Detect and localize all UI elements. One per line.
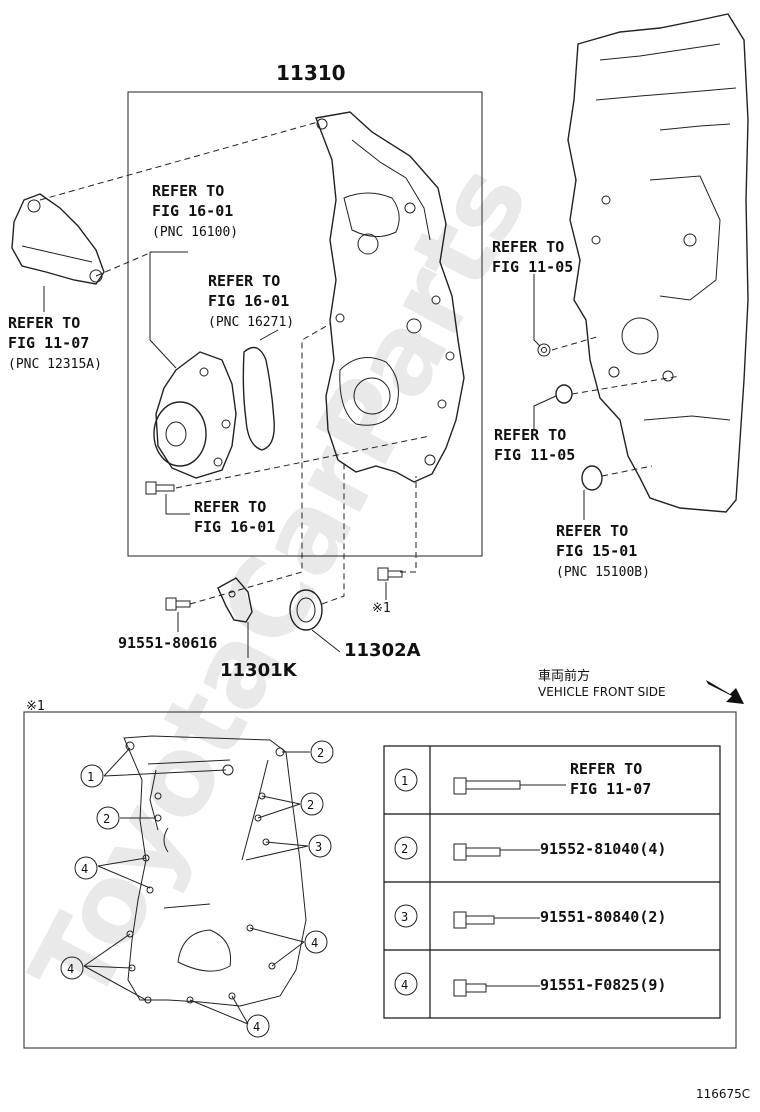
svg-text:2: 2 xyxy=(401,842,408,856)
note-mark-bolt: ※1 xyxy=(372,601,391,616)
svg-text:4: 4 xyxy=(253,1020,260,1034)
label-leaders xyxy=(43,251,585,658)
water-pump-gasket[interactable] xyxy=(242,346,275,451)
engine-block[interactable] xyxy=(567,13,749,513)
svg-text:REFER TO: REFER TO xyxy=(556,522,628,540)
svg-text:91551-F0825(9): 91551-F0825(9) xyxy=(540,976,666,994)
svg-text:2: 2 xyxy=(307,798,314,812)
bolt-legend-table xyxy=(383,745,721,1019)
crank-position-sensor[interactable] xyxy=(217,577,253,623)
svg-text:FIG 11-07: FIG 11-07 xyxy=(570,780,651,798)
svg-text:REFER TO: REFER TO xyxy=(152,182,224,200)
svg-text:4: 4 xyxy=(401,978,408,992)
svg-text:REFER TO: REFER TO xyxy=(208,272,280,290)
legend-row-4[interactable]: 4 91551-F0825(9) xyxy=(394,972,666,997)
ref-water-pump[interactable]: REFER TO FIG 16-01 (PNC 16100) xyxy=(152,182,238,240)
o-ring-large[interactable] xyxy=(581,465,603,491)
svg-text:1: 1 xyxy=(87,770,94,784)
svg-text:(PNC 16100): (PNC 16100) xyxy=(152,225,238,240)
plug-part[interactable] xyxy=(537,343,551,357)
part-label-sensor[interactable]: 11301K xyxy=(220,660,298,681)
timing-chain-cover[interactable] xyxy=(315,111,465,483)
svg-text:REFER TO: REFER TO xyxy=(194,498,266,516)
svg-text:FIG 15-01: FIG 15-01 xyxy=(556,542,637,560)
detail-mark: ※1 xyxy=(26,699,45,714)
figure-id: 116675C xyxy=(696,1087,750,1101)
svg-text:REFER TO: REFER TO xyxy=(570,760,642,778)
engine-mount-bracket[interactable] xyxy=(11,193,105,285)
front-direction-arrow-icon xyxy=(706,680,744,704)
cover-bolt-note[interactable] xyxy=(377,567,403,581)
svg-text:91551-80840(2): 91551-80840(2) xyxy=(540,908,666,926)
main-part-number[interactable]: 11310 xyxy=(276,61,346,85)
svg-text:4: 4 xyxy=(67,962,74,976)
legend-row-2[interactable]: 2 91552-81040(4) xyxy=(394,836,666,861)
crank-oil-seal[interactable] xyxy=(289,589,323,631)
svg-text:FIG 11-05: FIG 11-05 xyxy=(492,258,573,276)
svg-text:3: 3 xyxy=(401,910,408,924)
ref-plug[interactable]: REFER TO FIG 11-05 xyxy=(492,238,573,276)
main-assembly-frame xyxy=(127,91,483,557)
svg-text:(PNC 15100B): (PNC 15100B) xyxy=(556,565,650,580)
svg-text:2: 2 xyxy=(317,746,324,760)
part-label-bolt[interactable]: 91551-80616 xyxy=(118,634,217,652)
ref-bracket[interactable]: REFER TO FIG 11-07 (PNC 12315A) xyxy=(8,314,102,372)
svg-text:4: 4 xyxy=(81,862,88,876)
ref-gasket[interactable]: REFER TO FIG 16-01 (PNC 16271) xyxy=(208,272,294,330)
o-ring-small[interactable] xyxy=(555,384,573,404)
water-pump[interactable] xyxy=(153,351,237,479)
direction-en: VEHICLE FRONT SIDE xyxy=(538,685,666,699)
svg-text:3: 3 xyxy=(315,840,322,854)
svg-text:FIG 16-01: FIG 16-01 xyxy=(152,202,233,220)
svg-text:FIG 11-05: FIG 11-05 xyxy=(494,446,575,464)
bolt-detail-frame xyxy=(23,711,737,1049)
legend-row-3[interactable]: 3 91551-80840(2) xyxy=(394,904,666,929)
water-pump-bolt[interactable] xyxy=(145,481,175,495)
svg-text:(PNC 12315A): (PNC 12315A) xyxy=(8,357,102,372)
svg-text:REFER TO: REFER TO xyxy=(492,238,564,256)
svg-text:FIG 11-07: FIG 11-07 xyxy=(8,334,89,352)
svg-text:FIG 16-01: FIG 16-01 xyxy=(194,518,275,536)
ref-pump-bolt[interactable]: REFER TO FIG 16-01 xyxy=(194,498,275,536)
svg-text:REFER TO: REFER TO xyxy=(494,426,566,444)
legend-row-1[interactable]: 1 REFER TO FIG 11-07 xyxy=(394,760,651,798)
ref-o-ring[interactable]: REFER TO FIG 11-05 xyxy=(494,426,575,464)
assembly-leader-lines xyxy=(39,121,681,605)
direction-jp: 車両前方 xyxy=(538,668,590,684)
svg-text:1: 1 xyxy=(401,774,408,788)
detail-callouts: 1 2 4 4 2 2 3 4 4 xyxy=(60,740,334,1038)
svg-text:REFER TO: REFER TO xyxy=(8,314,80,332)
ref-large-o-ring[interactable]: REFER TO FIG 15-01 (PNC 15100B) xyxy=(556,522,650,580)
svg-text:91552-81040(4): 91552-81040(4) xyxy=(540,840,666,858)
bolt-91551-80616[interactable] xyxy=(165,597,191,611)
svg-text:FIG 16-01: FIG 16-01 xyxy=(208,292,289,310)
part-label-seal[interactable]: 11302A xyxy=(344,640,421,661)
svg-text:2: 2 xyxy=(103,812,110,826)
svg-text:(PNC 16271): (PNC 16271) xyxy=(208,315,294,330)
svg-text:4: 4 xyxy=(311,936,318,950)
